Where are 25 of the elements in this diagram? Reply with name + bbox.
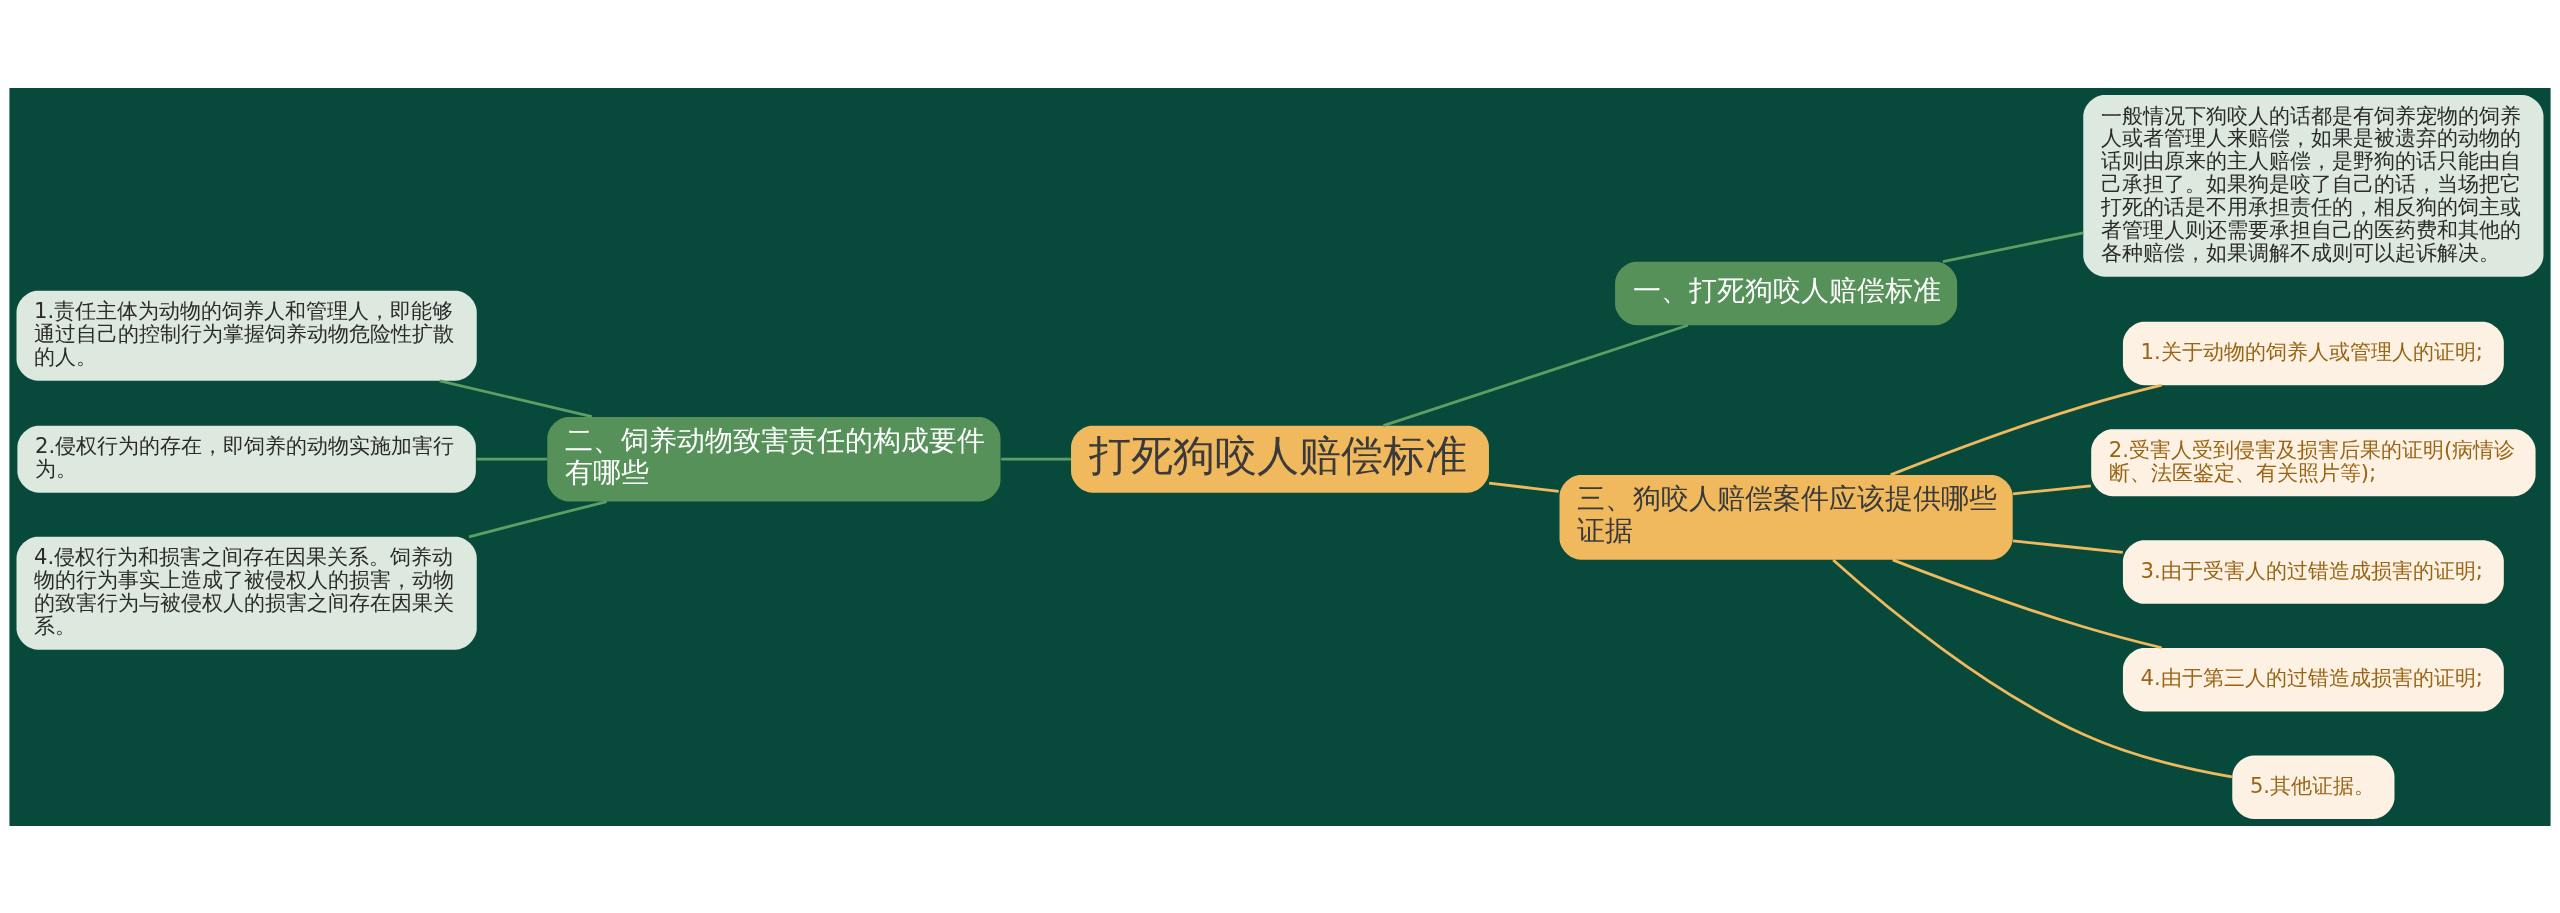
node-box: 4.侵权行为和损害之间存在因果关系。饲养动物的行为事实上造成了被侵权人的损害，动物的致害行为与被侵权人的损害之间存在因果关系。: [16, 536, 477, 650]
node-box: 4.由于第三人的过错造成损害的证明;: [2122, 647, 2504, 711]
connector: [439, 378, 593, 418]
node-box: 3.由于受害人的过错造成损害的证明;: [2122, 539, 2504, 604]
node-box: 1.责任主体为动物的饲养人和管理人，即能够通过自己的控制行为掌握饲养动物危险性扩散的人。: [16, 290, 477, 381]
node-box: 三、狗咬人赔偿案件应该提供哪些证据: [1559, 474, 2013, 560]
connector: [476, 457, 548, 461]
connector: [2012, 483, 2091, 495]
node-box: 二、饲养动物致害责任的构成要件有哪些: [547, 416, 1001, 502]
connector: [1892, 558, 2162, 649]
connector: [2012, 539, 2123, 554]
connector: [1488, 481, 1559, 493]
connector: [1001, 457, 1071, 461]
node-box: 5.其他证据。: [2232, 754, 2395, 819]
connector: [468, 499, 608, 538]
node-box: 一般情况下狗咬人的话都是有饲养宠物的饲养人或者管理人来赔偿，如果是被遗弃的动物的话则由原来的主人赔偿，是野狗的话只能由自己承担了。如果狗是咬了自己的话，当场把它打死的话是不用承担责任的，相反狗的饲主或者管理人则还需要承担自己的医药费和其他的各种赔偿，如果调解不成则可以起诉解决。: [2083, 94, 2544, 277]
node-box: 2.受害人受到侵害及损害后果的证明(病情诊断、法医鉴定、有关照片等);: [2091, 428, 2536, 496]
node-box: 打死狗咬人赔偿标准: [1071, 425, 1489, 493]
connector: [1832, 558, 2233, 778]
node-box: 2.侵权行为的存在，即饲养的动物实施加害行为。: [17, 425, 476, 493]
connector: [1890, 383, 2162, 476]
connector: [1383, 323, 1689, 427]
connector: [1942, 230, 2084, 263]
node-box: 1.关于动物的饲养人或管理人的证明;: [2122, 321, 2504, 385]
node-box: 一、打死狗咬人赔偿标准: [1615, 261, 1958, 325]
